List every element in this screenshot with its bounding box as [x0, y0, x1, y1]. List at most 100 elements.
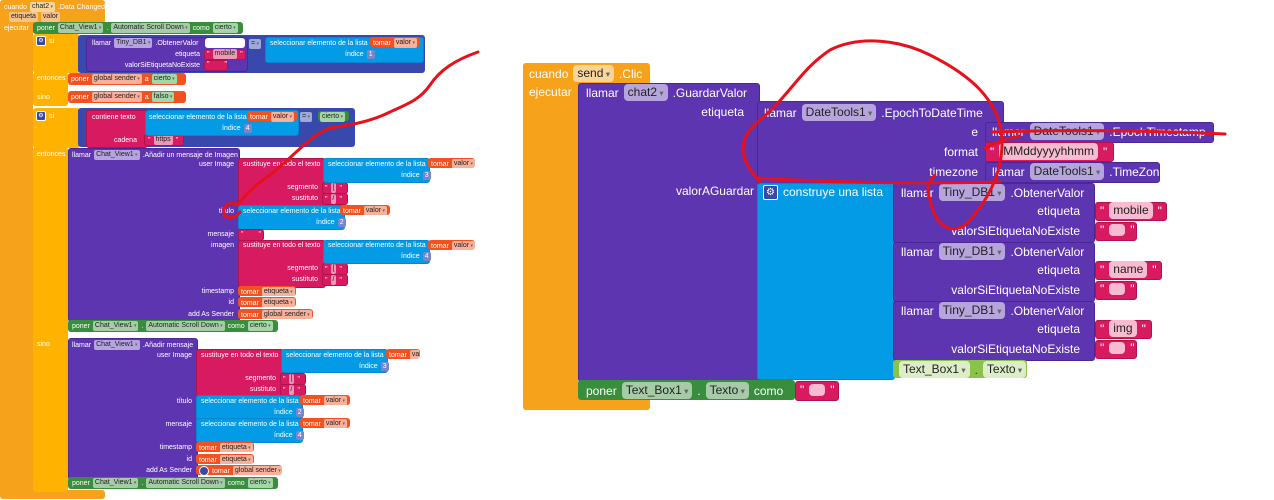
variable-dropdown[interactable]: global sender: [261, 310, 312, 320]
true-dropdown[interactable]: cierto: [247, 478, 273, 488]
number-block[interactable]: 3: [380, 362, 389, 371]
param-etiqueta[interactable]: etiqueta: [9, 12, 38, 22]
string-value[interactable]: mobile: [212, 49, 238, 59]
component-dropdown[interactable]: Chat_View1: [94, 340, 140, 350]
variable-dropdown[interactable]: valor: [451, 241, 475, 251]
variable-dropdown[interactable]: etiqueta: [261, 298, 295, 308]
true-dropdown[interactable]: cierto: [212, 23, 238, 33]
string-value[interactable]: img: [1109, 320, 1137, 337]
component-dropdown[interactable]: chat2: [623, 84, 668, 101]
store-value-block[interactable]: [578, 83, 760, 382]
add-message-block[interactable]: [68, 338, 198, 480]
help-icon[interactable]: [199, 466, 209, 476]
variable-dropdown[interactable]: global sender: [91, 74, 142, 84]
component-dropdown[interactable]: chat2: [29, 2, 55, 12]
number-block[interactable]: 4: [295, 431, 304, 440]
variable-dropdown[interactable]: valor: [451, 159, 475, 169]
component-dropdown[interactable]: Tiny_DB1: [938, 184, 1006, 201]
variable-dropdown[interactable]: etiqueta: [261, 287, 295, 297]
variable-dropdown[interactable]: global sender: [232, 466, 283, 476]
variable-dropdown[interactable]: valor: [323, 396, 347, 406]
component-dropdown[interactable]: Text_Box1: [899, 361, 970, 378]
kw: como: [753, 383, 784, 398]
component-dropdown[interactable]: Tiny_DB1: [938, 243, 1006, 260]
component-dropdown[interactable]: Chat_View1: [57, 23, 104, 33]
select-list-item-block[interactable]: [238, 205, 345, 230]
true-dropdown[interactable]: cierto: [151, 74, 177, 84]
component-dropdown[interactable]: Chat_View1: [92, 321, 139, 331]
gear-icon[interactable]: ⚙: [36, 111, 46, 121]
variable-dropdown[interactable]: valor: [409, 350, 420, 360]
gear-icon[interactable]: ⚙: [36, 36, 46, 46]
kw: como: [227, 322, 245, 330]
number-block[interactable]: 1: [366, 50, 375, 59]
component-dropdown[interactable]: Text_Box1: [621, 382, 693, 399]
variable-dropdown[interactable]: global sender: [91, 92, 142, 102]
string-value[interactable]: [1109, 283, 1126, 295]
true-dropdown[interactable]: cierto: [320, 112, 345, 122]
property-dropdown[interactable]: Texto: [982, 361, 1027, 378]
arg-label: título: [176, 398, 192, 405]
variable-dropdown[interactable]: etiqueta: [219, 443, 253, 453]
component-dropdown[interactable]: DateTools1: [1029, 123, 1105, 140]
select-list-item-block[interactable]: [196, 418, 303, 443]
string-value[interactable]: /: [288, 385, 295, 395]
component-dropdown[interactable]: Chat_View1: [94, 150, 140, 160]
number-block[interactable]: 2: [295, 408, 304, 417]
string-value[interactable]: mobile: [1109, 202, 1153, 219]
string-value[interactable]: https: [153, 135, 173, 145]
gear-icon[interactable]: ⚙: [763, 184, 778, 200]
string-value[interactable]: /: [330, 275, 337, 285]
string-value[interactable]: [: [330, 264, 337, 274]
block-label: seleccionar elemento de la lista: [328, 242, 426, 249]
property-dropdown[interactable]: Texto: [705, 382, 749, 399]
property-dropdown[interactable]: Automatic Scroll Down: [146, 321, 225, 331]
kw: llamar: [992, 124, 1025, 139]
component-dropdown[interactable]: send: [573, 65, 614, 82]
quote: ": [175, 136, 179, 144]
param-valor[interactable]: valor: [40, 12, 61, 22]
operator-dropdown[interactable]: =: [249, 39, 261, 49]
select-list-item-block[interactable]: [281, 349, 388, 373]
false-dropdown[interactable]: falso: [151, 92, 175, 102]
replace-all-block[interactable]: [238, 240, 326, 288]
quote: ": [800, 383, 805, 397]
number-block[interactable]: 3: [422, 171, 431, 180]
add-image-message-block[interactable]: [68, 148, 240, 322]
entonces-label: entonces: [37, 151, 66, 158]
variable-dropdown[interactable]: valor: [323, 419, 347, 429]
string-value[interactable]: MMddyyyyhhmm: [999, 143, 1098, 160]
true-dropdown[interactable]: cierto: [247, 321, 273, 331]
variable-dropdown[interactable]: valor: [363, 206, 387, 216]
number-block[interactable]: 2: [337, 218, 346, 227]
contains-text-block[interactable]: [86, 110, 148, 148]
make-list-block[interactable]: [757, 183, 895, 380]
component-dropdown[interactable]: DateTools1: [1029, 163, 1105, 180]
variable-dropdown[interactable]: valor: [393, 38, 417, 48]
quote: ": [240, 50, 243, 58]
component-dropdown[interactable]: DateTools1: [801, 104, 877, 121]
chat2-datachanged-event[interactable]: [0, 0, 33, 498]
string-value[interactable]: [: [330, 183, 337, 193]
string-value[interactable]: name: [1109, 261, 1148, 278]
number-block[interactable]: 4: [243, 124, 252, 133]
string-value[interactable]: [: [288, 374, 295, 384]
string-value[interactable]: /: [330, 194, 337, 204]
empty-string-block[interactable]: [204, 60, 228, 71]
string-value[interactable]: [809, 384, 826, 396]
component-dropdown[interactable]: Tiny_DB1: [114, 38, 153, 48]
number-block[interactable]: 4: [422, 252, 431, 261]
operator-dropdown[interactable]: =: [300, 112, 312, 122]
kw: llamar: [764, 105, 797, 120]
variable-dropdown[interactable]: valor: [270, 112, 294, 122]
get-variable-block[interactable]: [386, 349, 420, 359]
send-click-event[interactable]: [523, 63, 578, 410]
string-value[interactable]: [1109, 224, 1126, 236]
property-dropdown[interactable]: Automatic Scroll Down: [111, 23, 190, 33]
string-value[interactable]: [1109, 342, 1126, 354]
component-dropdown[interactable]: Chat_View1: [92, 478, 139, 488]
component-dropdown[interactable]: Tiny_DB1: [938, 302, 1006, 319]
property-dropdown[interactable]: Automatic Scroll Down: [146, 478, 225, 488]
variable-dropdown[interactable]: etiqueta: [219, 455, 253, 465]
